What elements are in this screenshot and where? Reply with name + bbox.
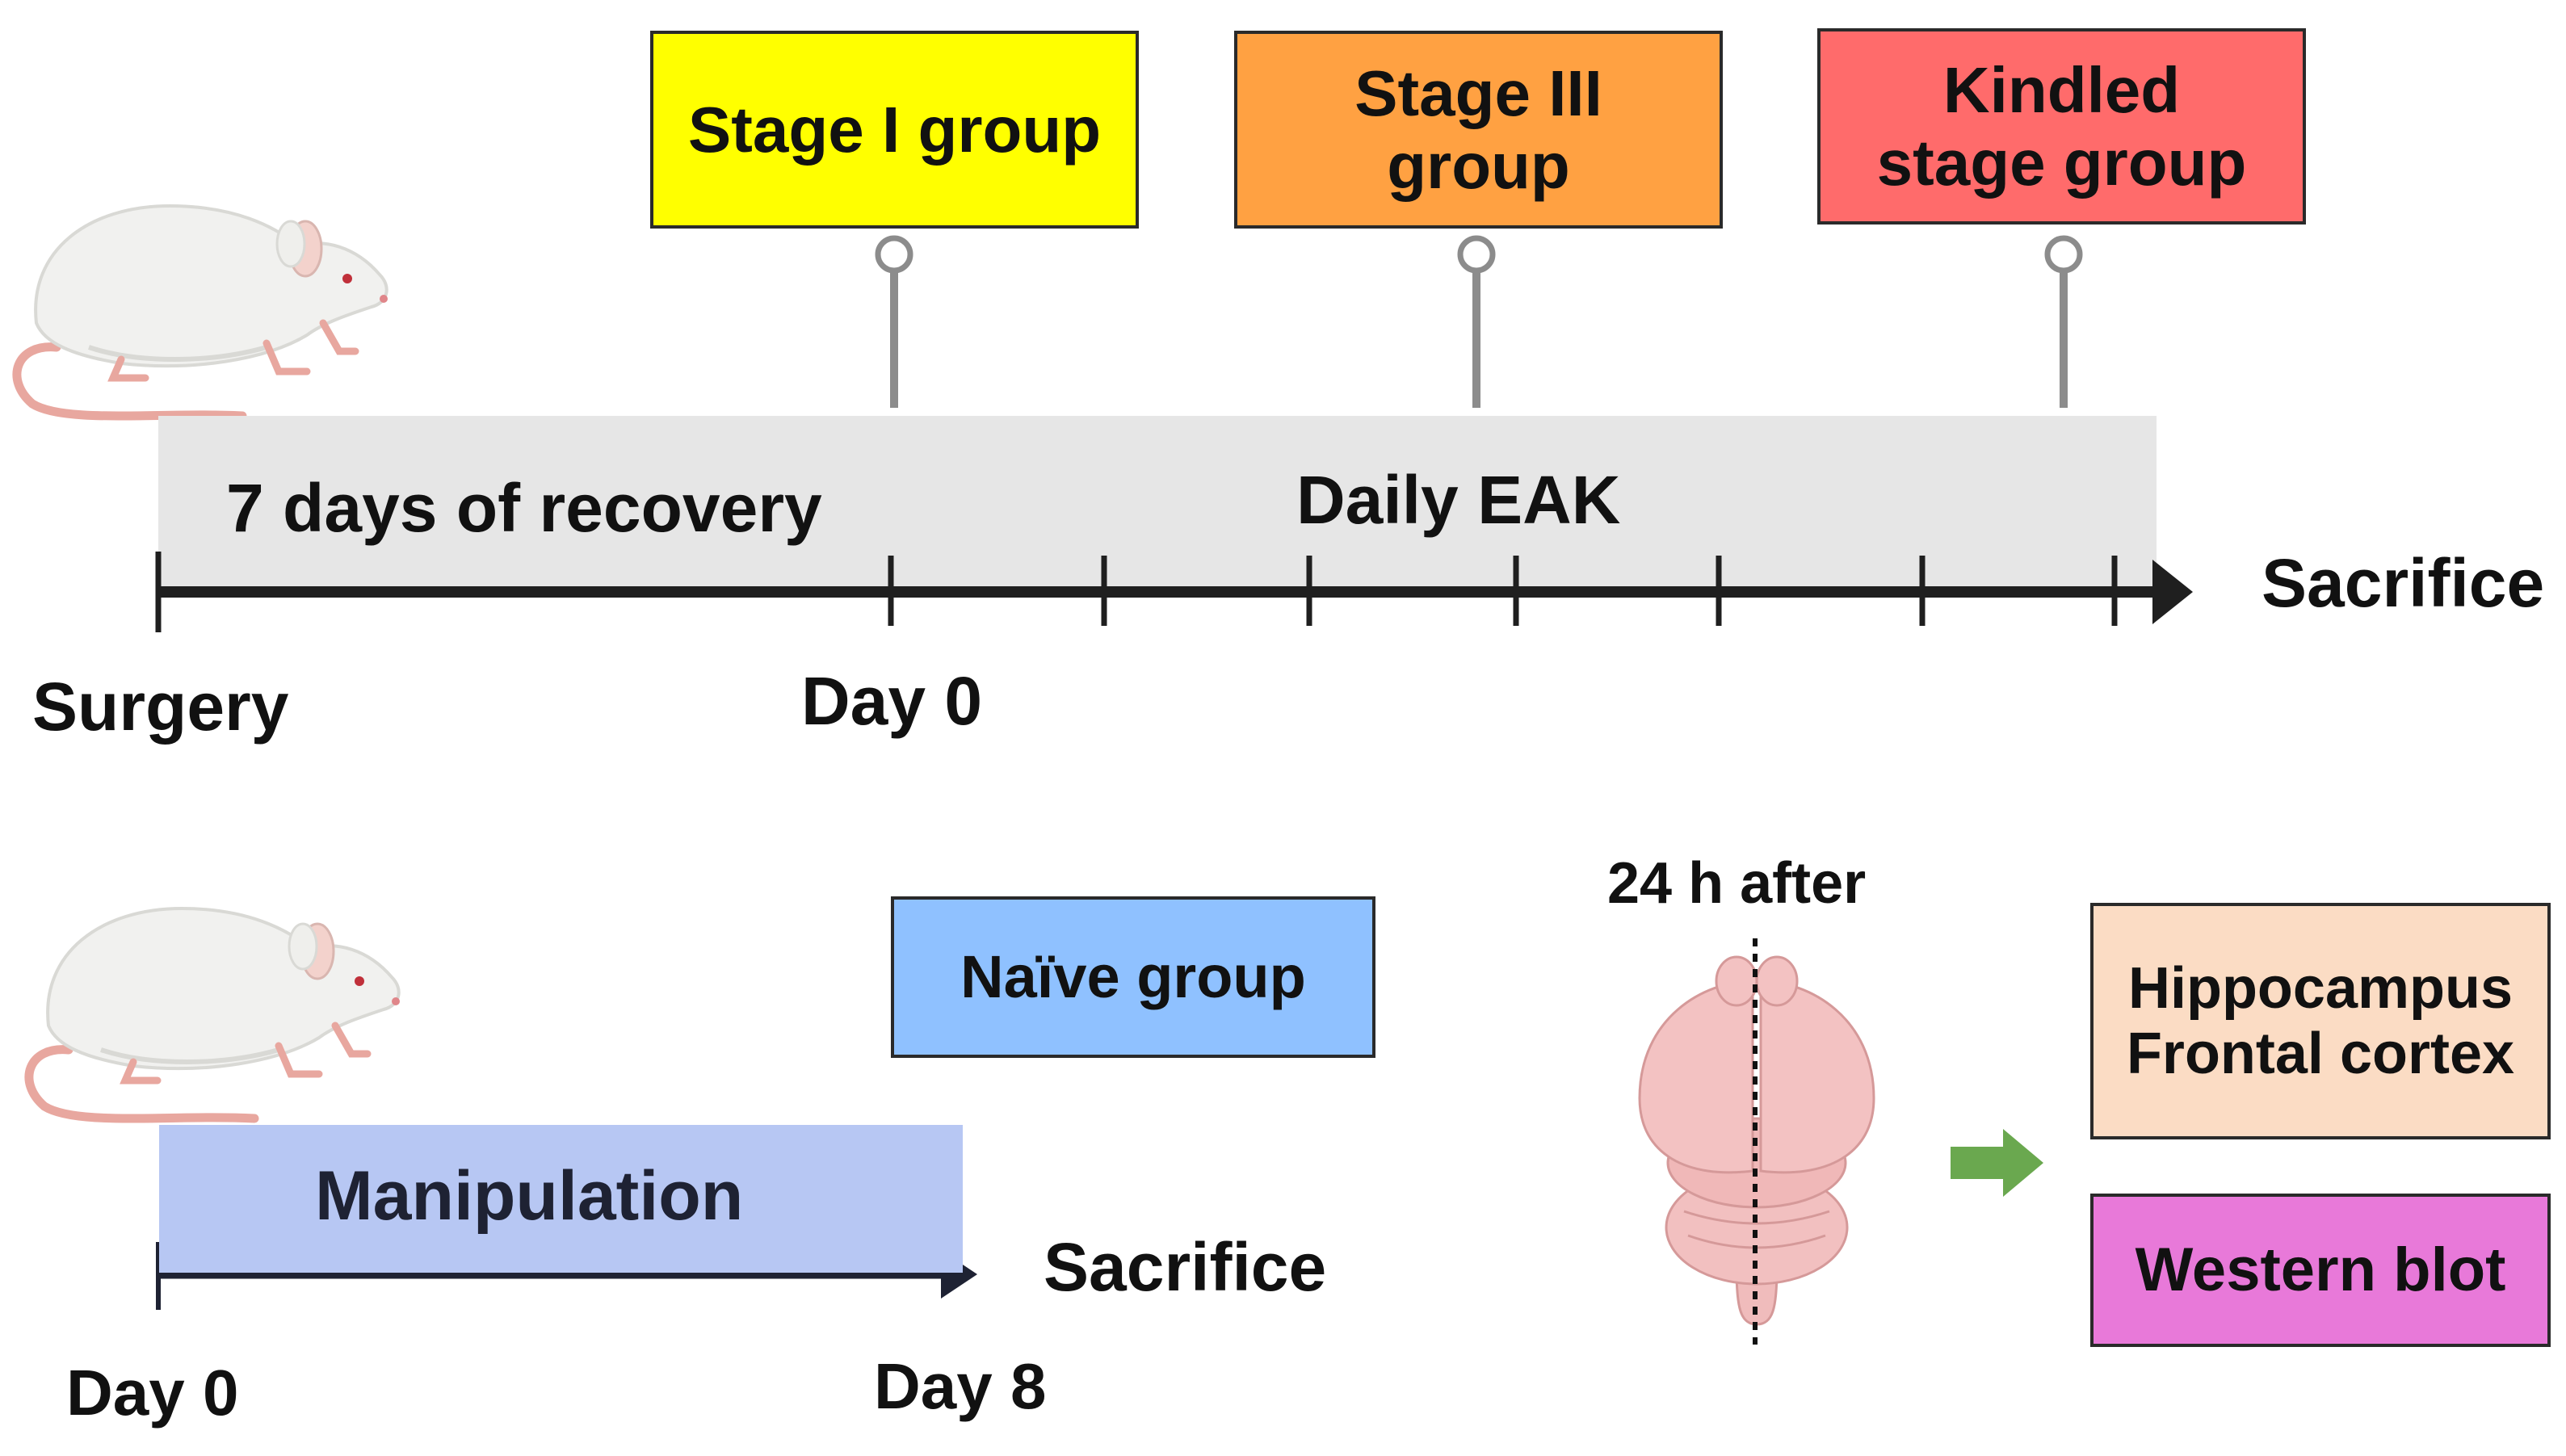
stage-3-group-box: Stage III group: [1234, 31, 1723, 229]
tissue-label-line1: Hippocampus: [2127, 955, 2514, 1021]
rat-icon-top: [17, 206, 388, 416]
top-sacrifice-label: Sacrifice: [2262, 545, 2545, 621]
rat-icon-bottom: [29, 908, 400, 1118]
stage-3-group-label-line1: Stage III: [1354, 57, 1602, 129]
daily-eak-band: [158, 416, 2157, 588]
top-timeline-axis: [155, 552, 2193, 632]
western-blot-label: Western blot: [2135, 1236, 2506, 1305]
manipulation-label: Manipulation: [315, 1157, 744, 1235]
time-after-label: 24 h after: [1607, 851, 1867, 916]
stage-3-group-label-line2: group: [1387, 129, 1570, 202]
arrow-right-icon: [1951, 1129, 2043, 1197]
manipulation-band: [159, 1125, 963, 1273]
western-blot-box: Western blot: [2090, 1194, 2551, 1347]
pin-icon-stage3: [1457, 235, 1496, 408]
kindled-group-box: Kindled stage group: [1817, 28, 2306, 224]
kindled-group-label-line2: stage group: [1876, 126, 2247, 199]
pin-icon-kindled: [2044, 235, 2083, 408]
tissue-label-line2: Frontal cortex: [2126, 1021, 2515, 1086]
day8-label: Day 8: [874, 1350, 1047, 1422]
stage-1-group-label: Stage I group: [687, 93, 1102, 166]
brain-icon: [1638, 938, 1875, 1345]
bottom-day0-label: Day 0: [66, 1357, 239, 1429]
naive-group-box: Naïve group: [891, 896, 1375, 1058]
surgery-label: Surgery: [32, 669, 289, 745]
recovery-label: 7 days of recovery: [226, 470, 822, 546]
stage-1-group-box: Stage I group: [650, 31, 1139, 229]
top-day0-label: Day 0: [801, 663, 983, 739]
daily-eak-label: Daily EAK: [1296, 462, 1621, 538]
naive-group-label: Naïve group: [960, 942, 1306, 1010]
pin-icon-stage1: [875, 235, 913, 408]
bottom-sacrifice-label: Sacrifice: [1044, 1229, 1327, 1305]
kindled-group-label-line1: Kindled: [1942, 53, 2181, 126]
tissue-box: Hippocampus Frontal cortex: [2090, 903, 2551, 1139]
